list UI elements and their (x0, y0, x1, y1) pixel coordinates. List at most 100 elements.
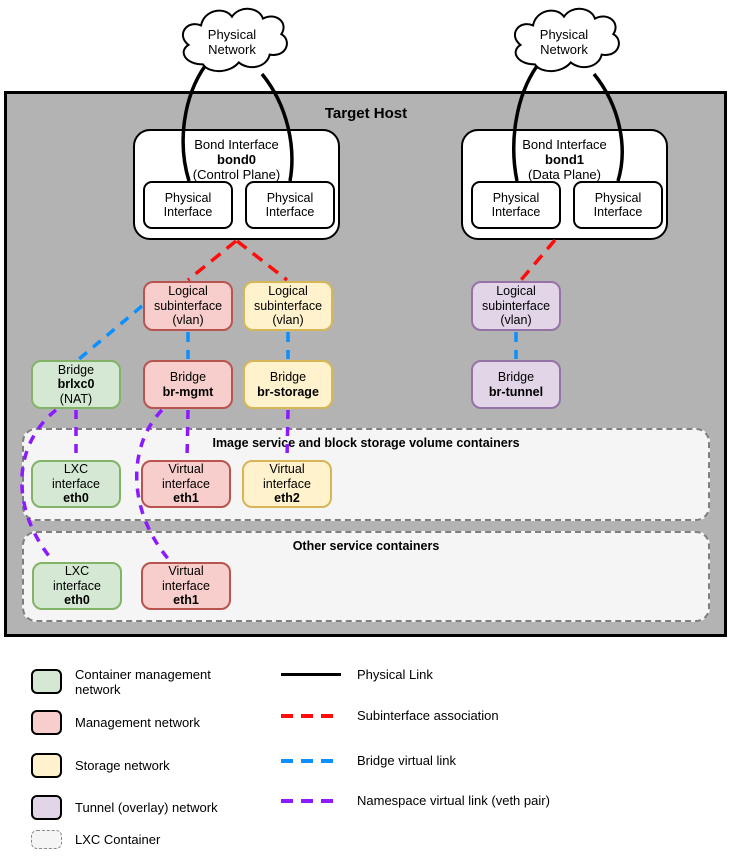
iface-word: interface (263, 476, 311, 491)
iface-name: eth0 (63, 491, 89, 506)
cloud-label-line: Physical (539, 27, 589, 42)
iface-c2-eth0-box: LXC interface eth0 (32, 562, 122, 610)
red-dashed-line-swatch (281, 713, 341, 718)
container-title: Image service and block storage volume c… (212, 436, 520, 450)
physical-interface-box: Physical Interface (245, 181, 335, 229)
subinterface-label: (vlan) (500, 313, 532, 328)
green-swatch (31, 669, 62, 694)
physical-interface-box: Physical Interface (143, 181, 233, 229)
legend-label: Storage network (75, 758, 170, 773)
physical-interface-box: Physical Interface (573, 181, 663, 229)
iface-word: interface (52, 476, 100, 491)
red-swatch (31, 710, 62, 735)
lxc-container-other-services: Other service containers (22, 531, 710, 622)
physical-network-cloud: Physical Network (506, 3, 622, 79)
legend-row-namespace-virtual-link: Namespace virtual link (veth pair) (281, 788, 550, 813)
bond-title: Bond Interface (522, 137, 607, 152)
bond-plane: (Data Plane) (528, 167, 601, 182)
subinterface-label: subinterface (481, 298, 551, 313)
bridge-br-tunnel-box: Bridge br-tunnel (471, 360, 561, 409)
iface-name: eth0 (64, 593, 90, 608)
bridge-br-storage-box: Bridge br-storage (243, 360, 333, 409)
legend-row-lxc-container: LXC Container (31, 830, 160, 849)
bridge-label: Bridge (269, 370, 307, 384)
legend-row-tunnel: Tunnel (overlay) network (31, 795, 218, 820)
physical-interface-label: Physical Interface (593, 190, 643, 220)
bridge-note: (NAT) (59, 391, 93, 406)
legend-label: LXC Container (75, 832, 161, 847)
physical-interface-label: Physical Interface (491, 190, 541, 220)
iface-c1-eth2-box: Virtual interface eth2 (242, 460, 332, 508)
bridge-brlxc0-box: Bridge brlxc0 (NAT) (31, 360, 121, 409)
bond-name: bond0 (217, 152, 256, 167)
cloud-label-line: Physical (207, 27, 257, 42)
legend-row-management: Management network (31, 710, 200, 735)
legend-row-bridge-virtual-link: Bridge virtual link (281, 748, 456, 773)
legend-label: Tunnel (overlay) network (75, 800, 218, 815)
subinterface-tunnel-box: Logical subinterface (vlan) (471, 281, 561, 331)
blue-dashed-line-swatch (281, 758, 341, 763)
lxc-container-swatch (31, 830, 62, 849)
lxc-container-image-storage: Image service and block storage volume c… (22, 428, 710, 521)
bridge-name: br-storage (257, 384, 319, 399)
bridge-label: Bridge (169, 370, 207, 384)
legend-row-container-management: Container management network (31, 666, 245, 697)
bond0-box: Bond Interface bond0 (Control Plane) Phy… (133, 129, 340, 240)
iface-c2-eth1-box: Virtual interface eth1 (141, 562, 231, 610)
iface-c1-eth1-box: Virtual interface eth1 (141, 460, 231, 508)
subinterface-storage-box: Logical subinterface (vlan) (243, 281, 333, 331)
cloud-label-line: Network (540, 42, 588, 57)
legend-row-storage: Storage network (31, 753, 170, 778)
iface-type: Virtual (168, 462, 204, 477)
iface-word: interface (162, 476, 210, 491)
purple-swatch (31, 795, 62, 820)
physical-network-cloud: Physical Network (174, 3, 290, 79)
bridge-name: br-tunnel (488, 384, 544, 399)
iface-c1-eth0-box: LXC interface eth0 (31, 460, 121, 508)
legend-label: Bridge virtual link (357, 753, 456, 768)
container-title: Other service containers (292, 539, 440, 553)
yellow-swatch (31, 753, 62, 778)
subinterface-label: (vlan) (172, 313, 204, 328)
subinterface-label: Logical (496, 284, 536, 299)
physical-interface-box: Physical Interface (471, 181, 561, 229)
target-host-title: Target Host (324, 105, 408, 122)
iface-type: LXC (64, 564, 90, 579)
subinterface-label: Logical (268, 284, 308, 299)
cloud-shape (174, 3, 290, 79)
purple-dashed-line-swatch (281, 798, 341, 803)
bond-plane: (Control Plane) (192, 167, 281, 182)
subinterface-label: subinterface (153, 298, 223, 313)
bridge-name: brlxc0 (57, 377, 95, 392)
iface-name: eth1 (173, 593, 199, 608)
bridge-label: Bridge (57, 362, 95, 377)
physical-interface-label: Physical Interface (265, 190, 315, 220)
bond-title: Bond Interface (194, 137, 279, 152)
subinterface-label: (vlan) (272, 313, 304, 328)
solid-black-line-swatch (281, 672, 341, 677)
iface-type: LXC (63, 462, 89, 477)
legend-label: Container management network (75, 666, 211, 697)
iface-name: eth2 (274, 491, 300, 506)
legend-label: Physical Link (357, 667, 433, 682)
bridge-br-mgmt-box: Bridge br-mgmt (143, 360, 233, 409)
legend-row-physical-link: Physical Link (281, 662, 433, 687)
physical-interface-label: Physical Interface (163, 190, 213, 220)
cloud-shape (506, 3, 622, 79)
subinterface-label: Logical (168, 284, 208, 299)
legend-row-subinterface-association: Subinterface association (281, 703, 499, 728)
cloud-label-line: Network (208, 42, 256, 57)
subinterface-mgmt-box: Logical subinterface (vlan) (143, 281, 233, 331)
cloud-label: Physical Network (174, 27, 290, 57)
iface-type: Virtual (168, 564, 204, 579)
legend-label: Management network (75, 715, 201, 730)
iface-word: interface (53, 578, 101, 593)
iface-name: eth1 (173, 491, 199, 506)
iface-type: Virtual (269, 462, 305, 477)
legend-label: Subinterface association (357, 708, 499, 723)
bridge-name: br-mgmt (162, 384, 214, 399)
bond1-box: Bond Interface bond1 (Data Plane) Physic… (461, 129, 668, 240)
legend-label: Namespace virtual link (veth pair) (357, 793, 550, 808)
cloud-label: Physical Network (506, 27, 622, 57)
